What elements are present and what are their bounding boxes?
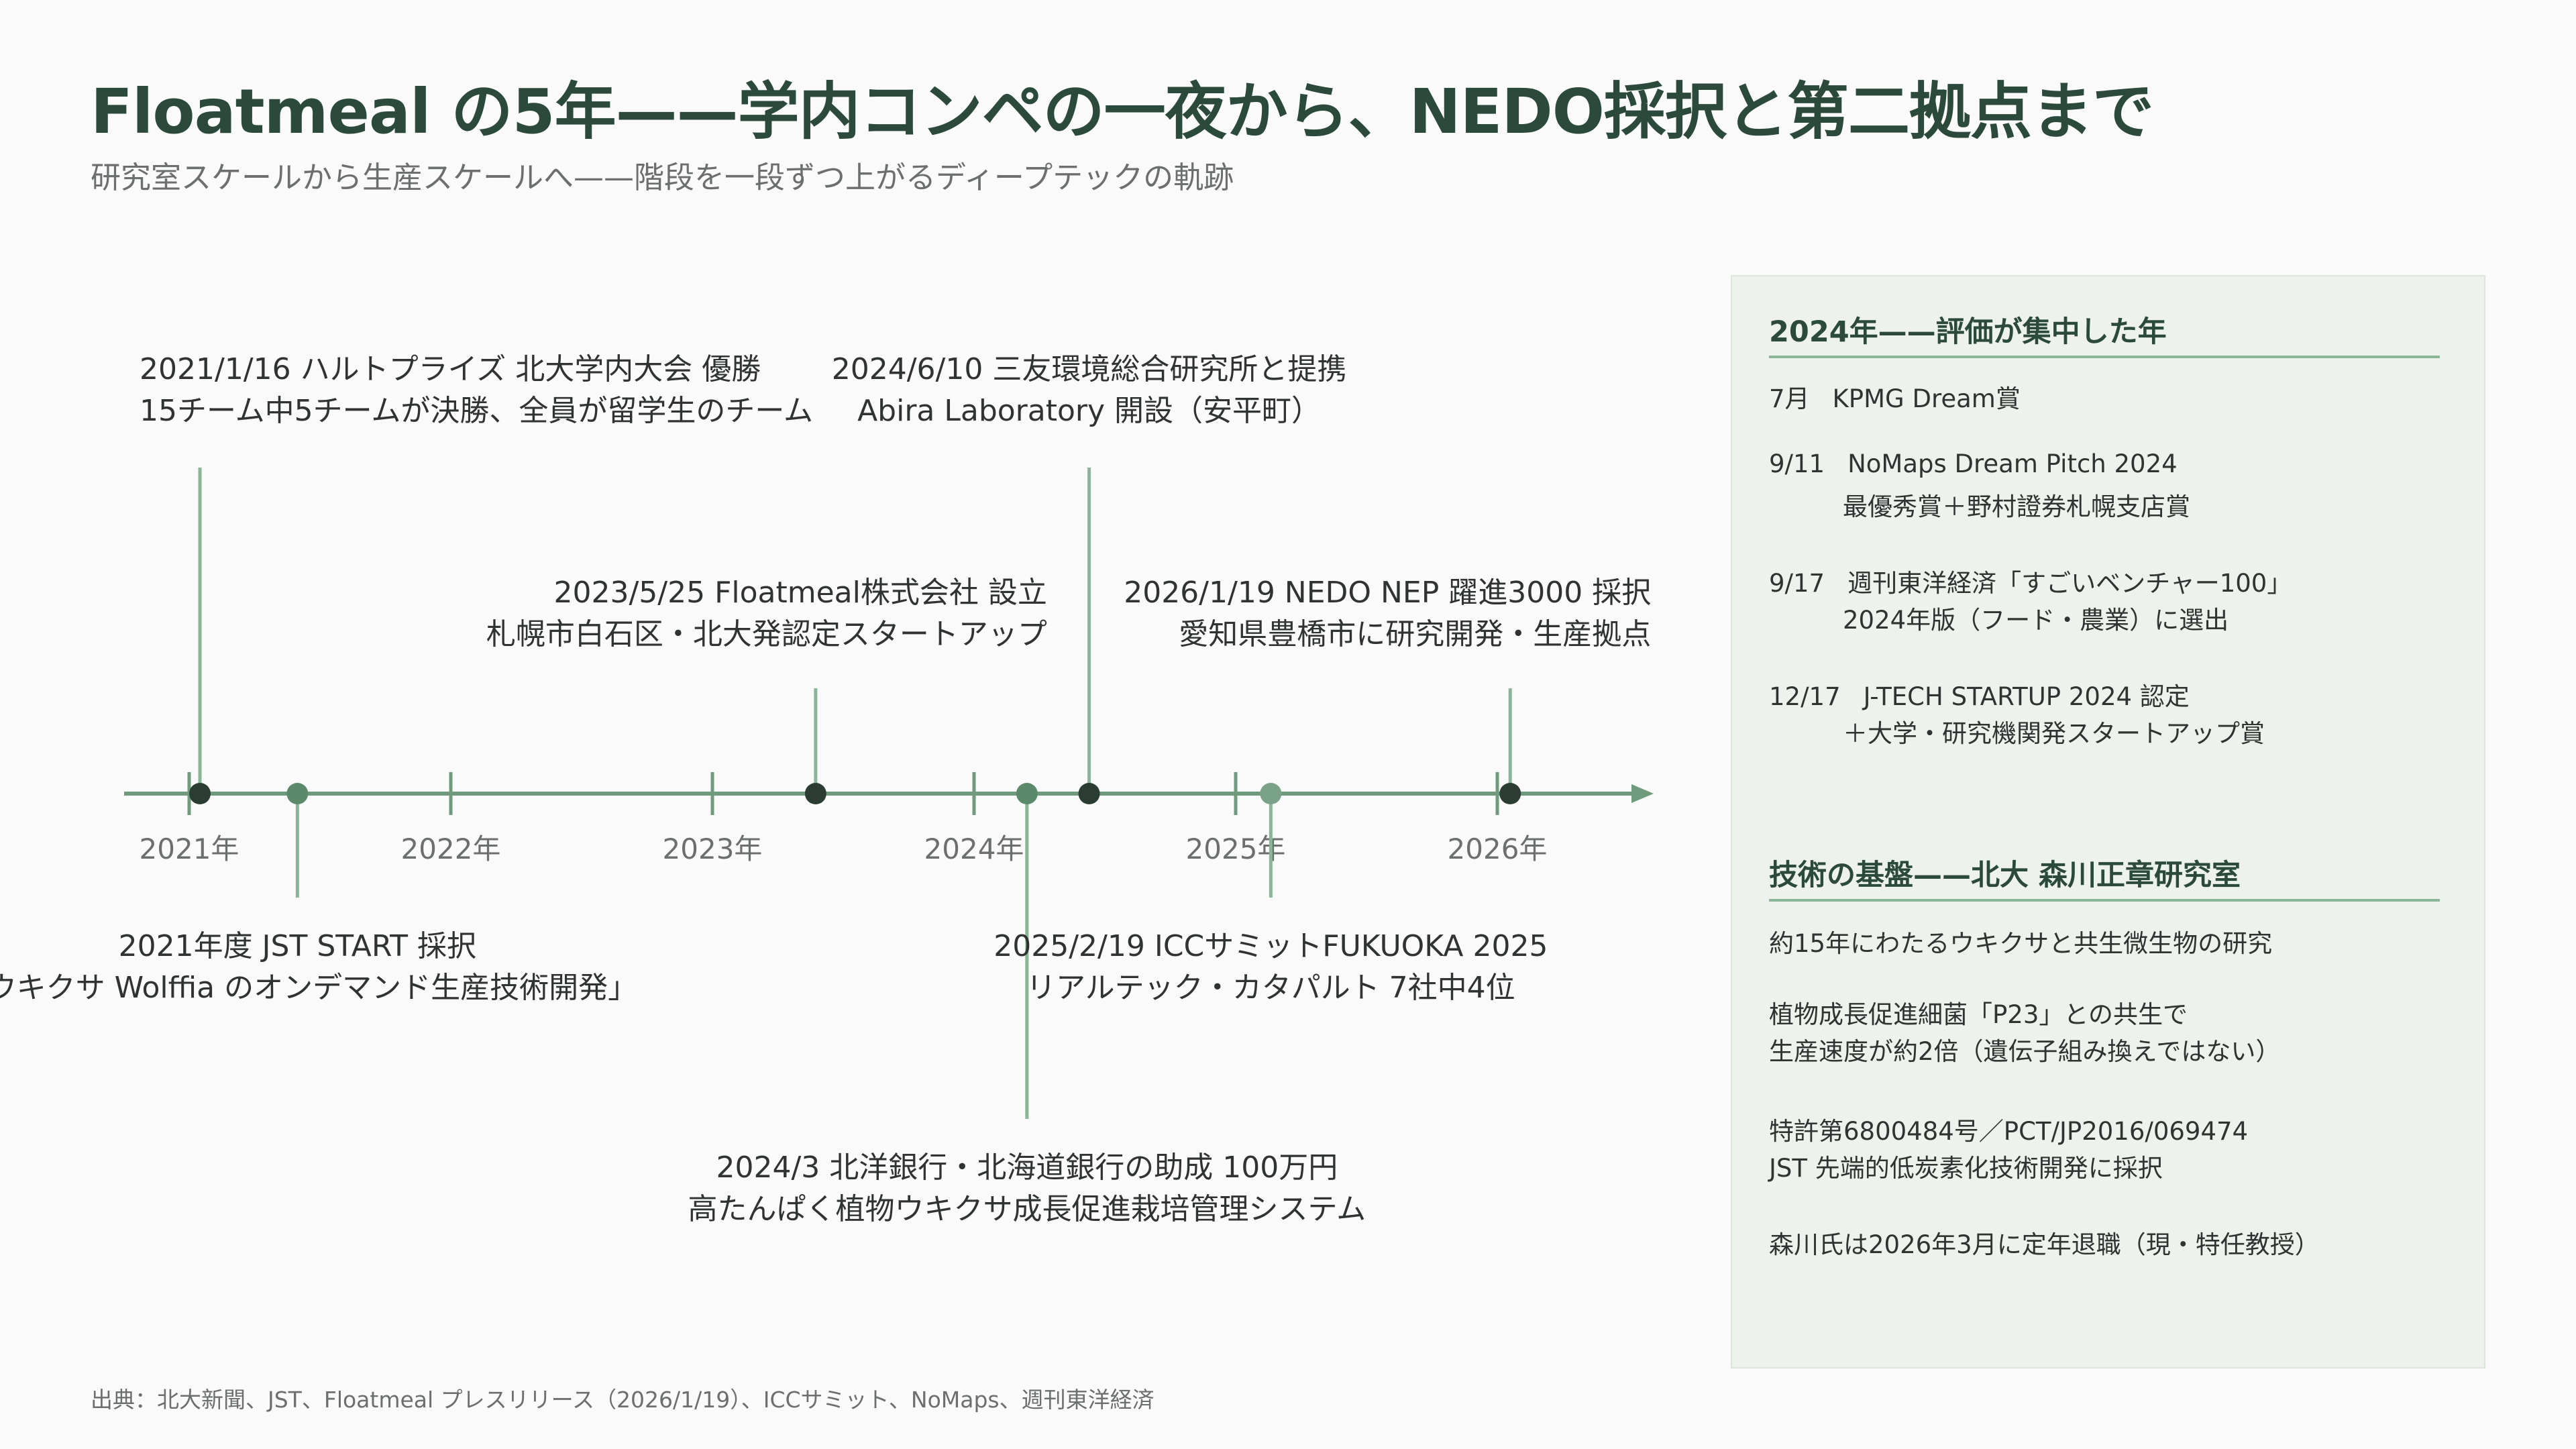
- event-marker-jst: [286, 783, 309, 804]
- event-label-abira-title: 2024/6/10 三友環境総合研究所と提携: [832, 352, 1347, 386]
- year-ticks: 2021年 2022年 2023年 2024年 2025年 2026年: [140, 772, 1548, 865]
- event-marker-hult: [189, 783, 211, 804]
- panel-item-nomaps: 9/11 NoMaps Dream Pitch 2024: [1769, 449, 2178, 478]
- side-panel: 2024年——評価が集中した年 7月 KPMG Dream賞 9/11 NoMaps…: [1731, 275, 2485, 1368]
- event-label-hult-detail: 15チーム中5チームが決勝、全員が留学生のチーム: [140, 394, 813, 428]
- panel-heading-2024: 2024年——評価が集中した年: [1769, 309, 2440, 358]
- panel-item-jtech-detail: ＋大学・研究機関発スタートアップ賞: [1843, 719, 2265, 748]
- event-label-jst-detail: 「ウキクサ Wolffia のオンデマンド生産技術開発」: [0, 971, 637, 1005]
- event-label-nedo-detail: 愛知県豊橋市に研究開発・生産拠点: [1179, 617, 1651, 651]
- panel-item-kpmg: 7月 KPMG Dream賞: [1769, 378, 2021, 415]
- timeline-arrowhead: [1631, 784, 1654, 803]
- event-label-nedo-title: 2026/1/19 NEDO NEP 躍進3000 採択: [1124, 576, 1651, 610]
- year-label: 2024年: [924, 833, 1024, 865]
- panel-tech-patent: 特許第6800484号／PCT/JP2016/069474: [1769, 1117, 2249, 1146]
- panel-item-text: NoMaps Dream Pitch 2024: [1847, 449, 2178, 478]
- event-label-grant-title: 2024/3 北洋銀行・北海道銀行の助成 100万円: [716, 1150, 1338, 1185]
- event-label-icc-detail: リアルテック・カタパルト 7社中4位: [1026, 971, 1515, 1005]
- panel-item-jtech: 12/17 J-TECH STARTUP 2024 認定: [1769, 676, 2190, 712]
- panel-item-date: 12/17: [1769, 682, 1841, 711]
- panel-item-text: KPMG Dream賞: [1832, 384, 2021, 413]
- panel-item-date: 9/17: [1769, 569, 1825, 598]
- event-stems: [198, 468, 1512, 1119]
- panel-heading-tech: 技術の基盤——北大 森川正章研究室: [1769, 852, 2440, 902]
- panel-tech-speed: 生産速度が約2倍（遺伝子組み換えではない）: [1769, 1037, 2281, 1066]
- page-title: Floatmeal の5年——学内コンペの一夜から、NEDO採択と第二拠点まで: [91, 76, 2154, 148]
- event-labels: 2021/1/16 ハルトプライズ 北大学内大会 優勝 15チーム中5チームが決勝…: [0, 352, 1651, 1226]
- event-label-icc-title: 2025/2/19 ICCサミットFUKUOKA 2025: [994, 929, 1548, 963]
- event-label-founded-title: 2023/5/25 Floatmeal株式会社 設立: [553, 576, 1046, 610]
- year-label: 2022年: [401, 833, 501, 865]
- panel-item-nomaps-detail: 最優秀賞＋野村證券札幌支店賞: [1843, 492, 2190, 521]
- event-label-jst-title: 2021年度 JST START 採択: [119, 929, 476, 963]
- event-label-abira-detail: Abira Laboratory 開設（安平町）: [857, 394, 1321, 428]
- panel-item-date: 9/11: [1769, 449, 1825, 478]
- panel-tech-retirement: 森川氏は2026年3月に定年退職（現・特任教授）: [1769, 1230, 2320, 1259]
- event-marker-nedo: [1499, 783, 1521, 804]
- page-subtitle: 研究室スケールから生産スケールへ——階段を一段ずつ上がるディープテックの軌跡: [91, 160, 1234, 195]
- panel-item-date: 7月: [1769, 384, 1810, 413]
- panel-item-toyokeizai-detail: 2024年版（フード・農業）に選出: [1843, 606, 2229, 635]
- event-marker-grant: [1016, 783, 1038, 804]
- event-label-founded-detail: 札幌市白石区・北大発認定スタートアップ: [486, 617, 1047, 651]
- event-marker-abira: [1078, 783, 1100, 804]
- panel-item-toyokeizai: 9/17 週刊東洋経済「すごいベンチャー100」: [1769, 563, 2292, 599]
- event-marker-icc: [1260, 783, 1282, 804]
- timeline-diagram: 2021年 2022年 2023年 2024年 2025年 2026年 2021/1/16…: [0, 352, 1654, 1226]
- panel-tech-research: 約15年にわたるウキクサと共生微生物の研究: [1769, 929, 2273, 958]
- event-label-hult-title: 2021/1/16 ハルトプライズ 北大学内大会 優勝: [140, 352, 761, 386]
- event-label-grant-detail: 高たんぱく植物ウキクサ成長促進栽培管理システム: [688, 1192, 1366, 1226]
- year-label: 2026年: [1448, 833, 1548, 865]
- year-label: 2023年: [663, 833, 763, 865]
- event-markers: [189, 783, 1521, 804]
- year-label: 2021年: [140, 833, 239, 865]
- source-note: 出典：北大新聞、JST、Floatmeal プレスリリース（2026/1/19）…: [91, 1387, 1155, 1413]
- year-label: 2025年: [1186, 833, 1286, 865]
- panel-item-text: 週刊東洋経済「すごいベンチャー100」: [1847, 569, 2292, 598]
- event-marker-founded: [804, 783, 826, 804]
- panel-tech-p23: 植物成長促進細菌「P23」との共生で: [1769, 1000, 2188, 1029]
- panel-item-text: J-TECH STARTUP 2024 認定: [1863, 682, 2190, 711]
- panel-tech-jst: JST 先端的低炭素化技術開発に採択: [1769, 1154, 2163, 1183]
